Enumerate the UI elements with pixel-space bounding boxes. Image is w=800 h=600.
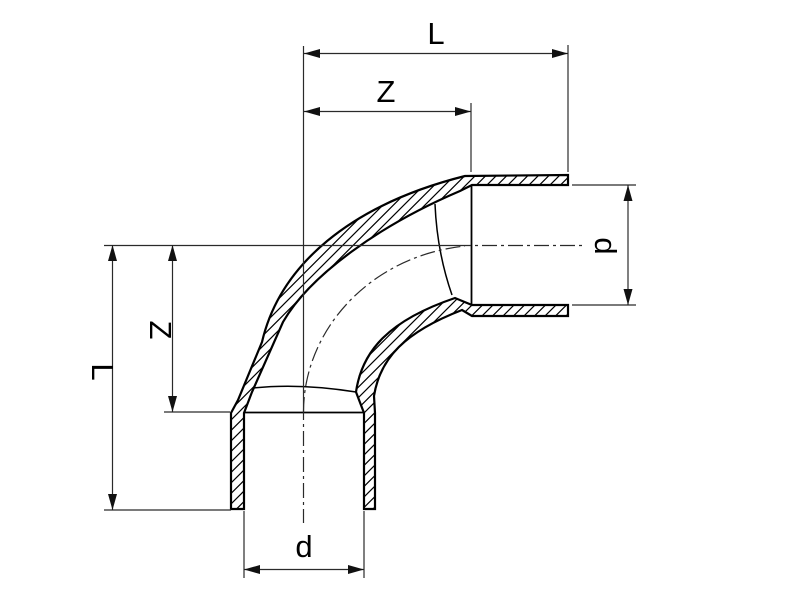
arrowhead-left — [304, 49, 320, 58]
dimension-label-top-length: L — [427, 16, 444, 51]
dimension-label-bottom-diameter: d — [295, 529, 312, 564]
arrowhead-top — [623, 185, 633, 201]
bend-transition-line-bottom — [252, 385, 357, 393]
centerlines — [302, 244, 583, 523]
centerline-bend-arc — [302, 245, 466, 413]
arrowhead-top — [168, 245, 177, 261]
dimension-label-top-offset: Z — [377, 74, 396, 109]
bend-transition-line-right — [434, 203, 453, 296]
arrowhead-left — [244, 565, 260, 574]
dimension-label-right-diameter: d — [588, 237, 623, 254]
dimension-left-offset: Z — [143, 245, 230, 413]
elbow-fitting-body — [229, 173, 570, 511]
dimension-bottom-diameter: d — [243, 511, 365, 578]
dimension-top-length: L — [302, 16, 569, 405]
dimension-left-length: L — [85, 244, 456, 511]
arrowhead-top — [108, 245, 117, 261]
dimension-label-left-length: L — [85, 363, 120, 380]
dimension-right-diameter: d — [572, 184, 636, 306]
arrowhead-bottom — [108, 494, 117, 510]
elbow-inner-wall-section — [354, 296, 570, 511]
arrowhead-bottom — [168, 396, 177, 412]
arrowhead-right — [455, 107, 471, 116]
arrowhead-left — [304, 107, 320, 116]
dimension-label-left-offset: Z — [143, 321, 178, 340]
arrowhead-bottom — [623, 289, 633, 305]
dimension-top-offset: Z — [304, 74, 472, 172]
arrowhead-right — [552, 49, 568, 58]
arrowhead-right — [348, 565, 364, 574]
